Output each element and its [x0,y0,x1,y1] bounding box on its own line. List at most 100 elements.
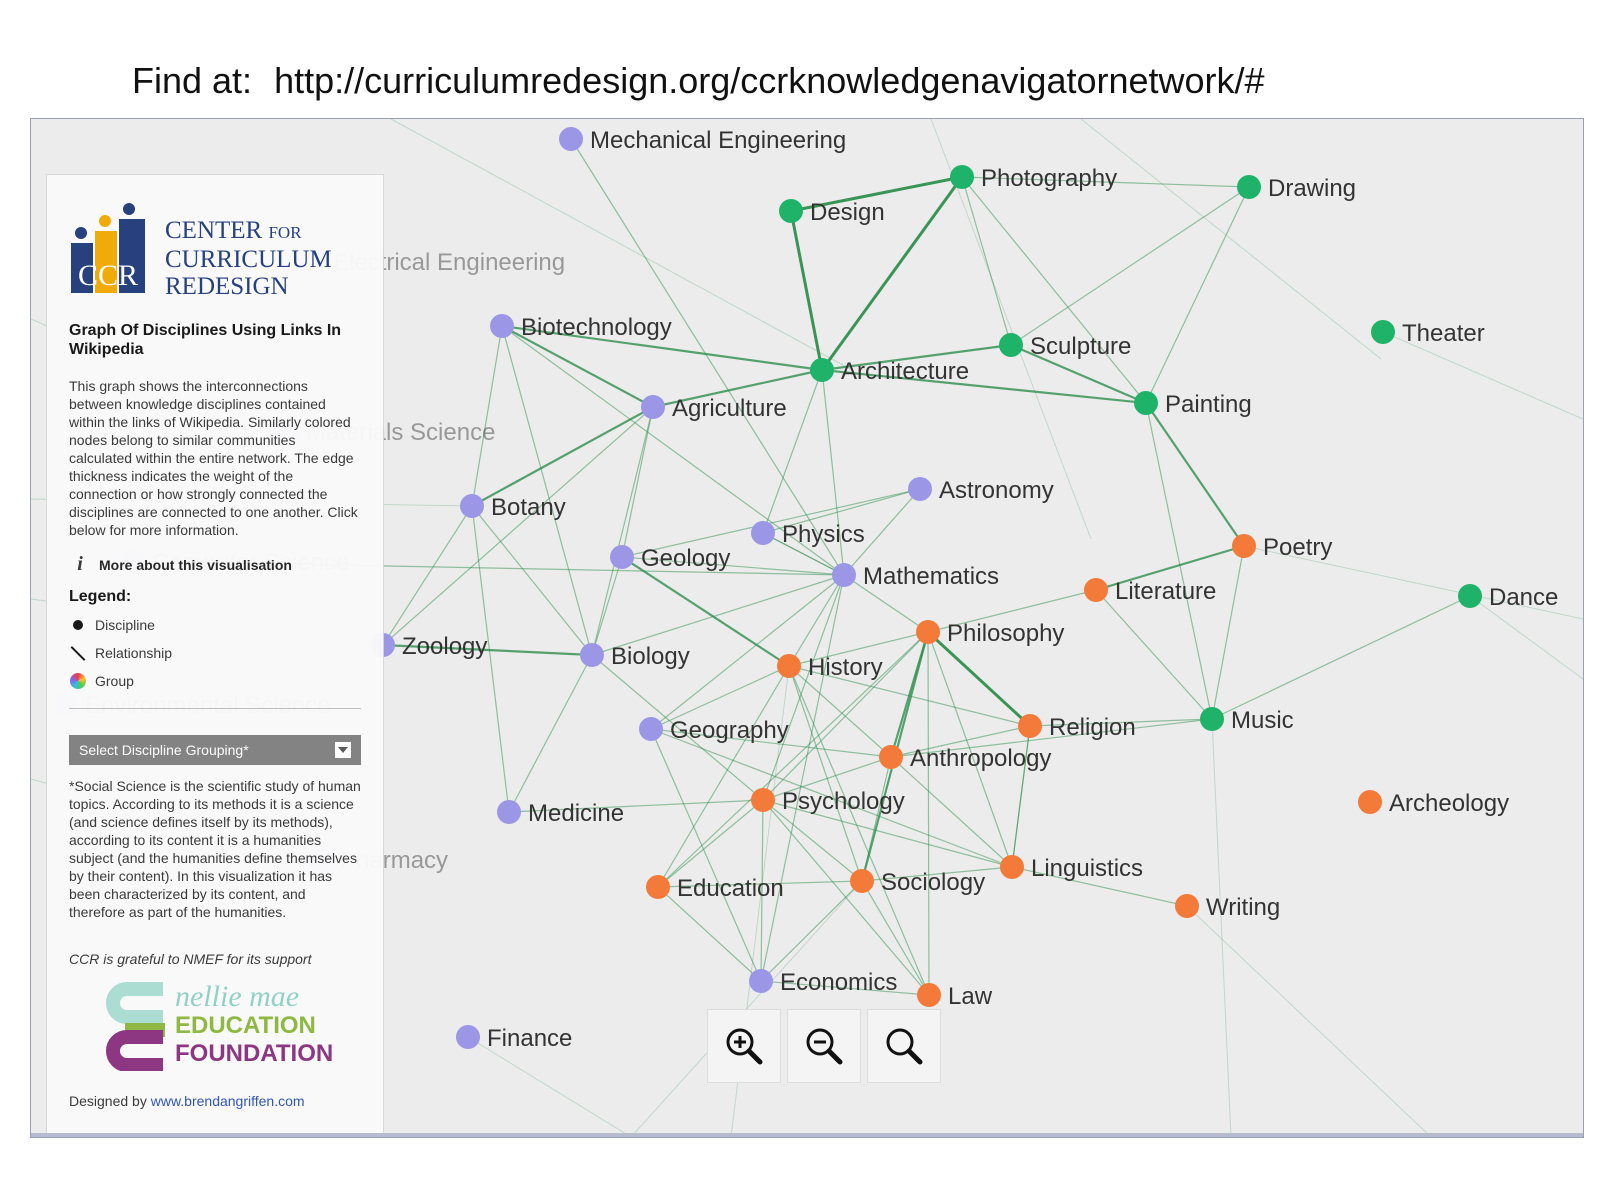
node-dot[interactable] [810,358,834,382]
edge-physics-architecture [762,369,823,534]
node-dot[interactable] [1084,578,1108,602]
node-biotechnology[interactable]: Biotechnology [490,314,672,341]
node-dot[interactable] [751,521,775,545]
node-dot[interactable] [456,1025,480,1049]
ccr-logo[interactable]: CCR CENTER FOR CURRICULUM REDESIGN [69,197,361,315]
node-label: Geology [641,545,730,572]
node-dot[interactable] [751,788,775,812]
caption-url[interactable]: http://curriculumredesign.org/ccrknowled… [274,60,1265,101]
node-dot[interactable] [1458,584,1482,608]
node-dot[interactable] [1000,855,1024,879]
node-dot[interactable] [950,165,974,189]
ccr-logo-mark-text: CCR [78,259,138,292]
node-dot[interactable] [1358,790,1382,814]
node-geology[interactable]: Geology [610,545,730,572]
edge-photography-architecture [820,176,964,371]
edge-astronomy-mathematics [843,488,921,576]
node-dot[interactable] [646,875,670,899]
node-dot[interactable] [490,314,514,338]
node-label: Religion [1049,714,1136,741]
node-astronomy[interactable]: Astronomy [908,477,1054,504]
node-dot[interactable] [916,620,940,644]
node-dot[interactable] [908,477,932,501]
node-sociology[interactable]: Sociology [850,869,985,896]
discipline-grouping-select[interactable]: Select Discipline Grouping* [69,735,361,765]
node-dot[interactable] [879,745,903,769]
node-religion[interactable]: Religion [1018,714,1136,741]
background-edge [1186,905,1432,1137]
node-writing[interactable]: Writing [1175,894,1280,921]
node-geography[interactable]: Geography [639,717,789,744]
node-dot[interactable] [1232,534,1256,558]
node-dot[interactable] [641,395,665,419]
node-biology[interactable]: Biology [580,643,690,670]
node-dot[interactable] [1237,175,1261,199]
nellie-mae-logo[interactable]: nellie mae EDUCATION FOUNDATION [105,977,361,1073]
node-law[interactable]: Law [917,983,993,1010]
node-agriculture[interactable]: Agriculture [641,395,787,422]
more-about-link[interactable]: i More about this visualisation [69,553,361,576]
node-dot[interactable] [610,545,634,569]
node-dot[interactable] [917,983,941,1007]
node-dot[interactable] [832,563,856,587]
node-literature[interactable]: Literature [1084,578,1216,605]
node-dot[interactable] [749,969,773,993]
node-label: Mathematics [863,563,999,590]
edge-geology-astronomy [621,488,921,558]
node-dot[interactable] [639,717,663,741]
node-music[interactable]: Music [1200,707,1294,734]
node-anthropology[interactable]: Anthropology [879,745,1051,772]
node-history[interactable]: History [777,654,883,681]
node-education[interactable]: Education [646,875,784,902]
node-architecture[interactable]: Architecture [810,358,969,385]
node-mathematics[interactable]: Mathematics [832,563,999,590]
node-theater[interactable]: Theater [1371,320,1485,347]
node-photography[interactable]: Photography [950,165,1117,192]
node-medicine[interactable]: Medicine [497,800,624,827]
node-archeology[interactable]: Archeology [1358,790,1509,817]
node-botany[interactable]: Botany [460,494,566,521]
node-poetry[interactable]: Poetry [1232,534,1332,561]
node-design[interactable]: Design [779,199,885,226]
node-philosophy[interactable]: Philosophy [916,620,1064,647]
node-psychology[interactable]: Psychology [751,788,905,815]
node-dot[interactable] [779,199,803,223]
node-drawing[interactable]: Drawing [1237,175,1356,202]
node-dot[interactable] [559,127,583,151]
node-linguistics[interactable]: Linguistics [1000,855,1143,882]
node-dot[interactable] [850,869,874,893]
node-dance[interactable]: Dance [1458,584,1558,611]
node-mechanical-engineering[interactable]: Mechanical Engineering [559,127,846,154]
node-dot[interactable] [1175,894,1199,918]
node-label: Philosophy [947,620,1064,647]
node-dot[interactable] [460,494,484,518]
zoom-in-button[interactable] [707,1009,781,1083]
node-zoology[interactable]: Zoology [371,633,487,660]
node-label: Linguistics [1031,855,1143,882]
node-dot[interactable] [497,800,521,824]
node-painting[interactable]: Painting [1134,391,1252,418]
node-dot[interactable] [1134,391,1158,415]
node-physics[interactable]: Physics [751,521,865,548]
node-dot[interactable] [1018,714,1042,738]
zoom-reset-icon [886,1028,923,1065]
node-dot[interactable] [999,333,1023,357]
zoom-reset-button[interactable] [867,1009,941,1083]
edge-medicine-psychology [508,799,764,813]
edge-agriculture-biology [591,406,654,656]
node-label: Drawing [1268,175,1356,202]
support-credit: CCR is grateful to NMEF for its support [69,951,312,967]
node-finance[interactable]: Finance [456,1025,572,1052]
designer-link[interactable]: www.brendangriffen.com [150,1093,305,1109]
edge-philosophy-law [927,631,930,996]
node-dot[interactable] [1371,320,1395,344]
node-dot[interactable] [1200,707,1224,731]
edge-photography-painting [961,176,1147,404]
node-sculpture[interactable]: Sculpture [999,333,1131,360]
edge-botany-medicine [471,505,510,813]
node-dot[interactable] [777,654,801,678]
node-dot[interactable] [580,643,604,667]
node-economics[interactable]: Economics [749,969,897,996]
zoom-out-button[interactable] [787,1009,861,1083]
